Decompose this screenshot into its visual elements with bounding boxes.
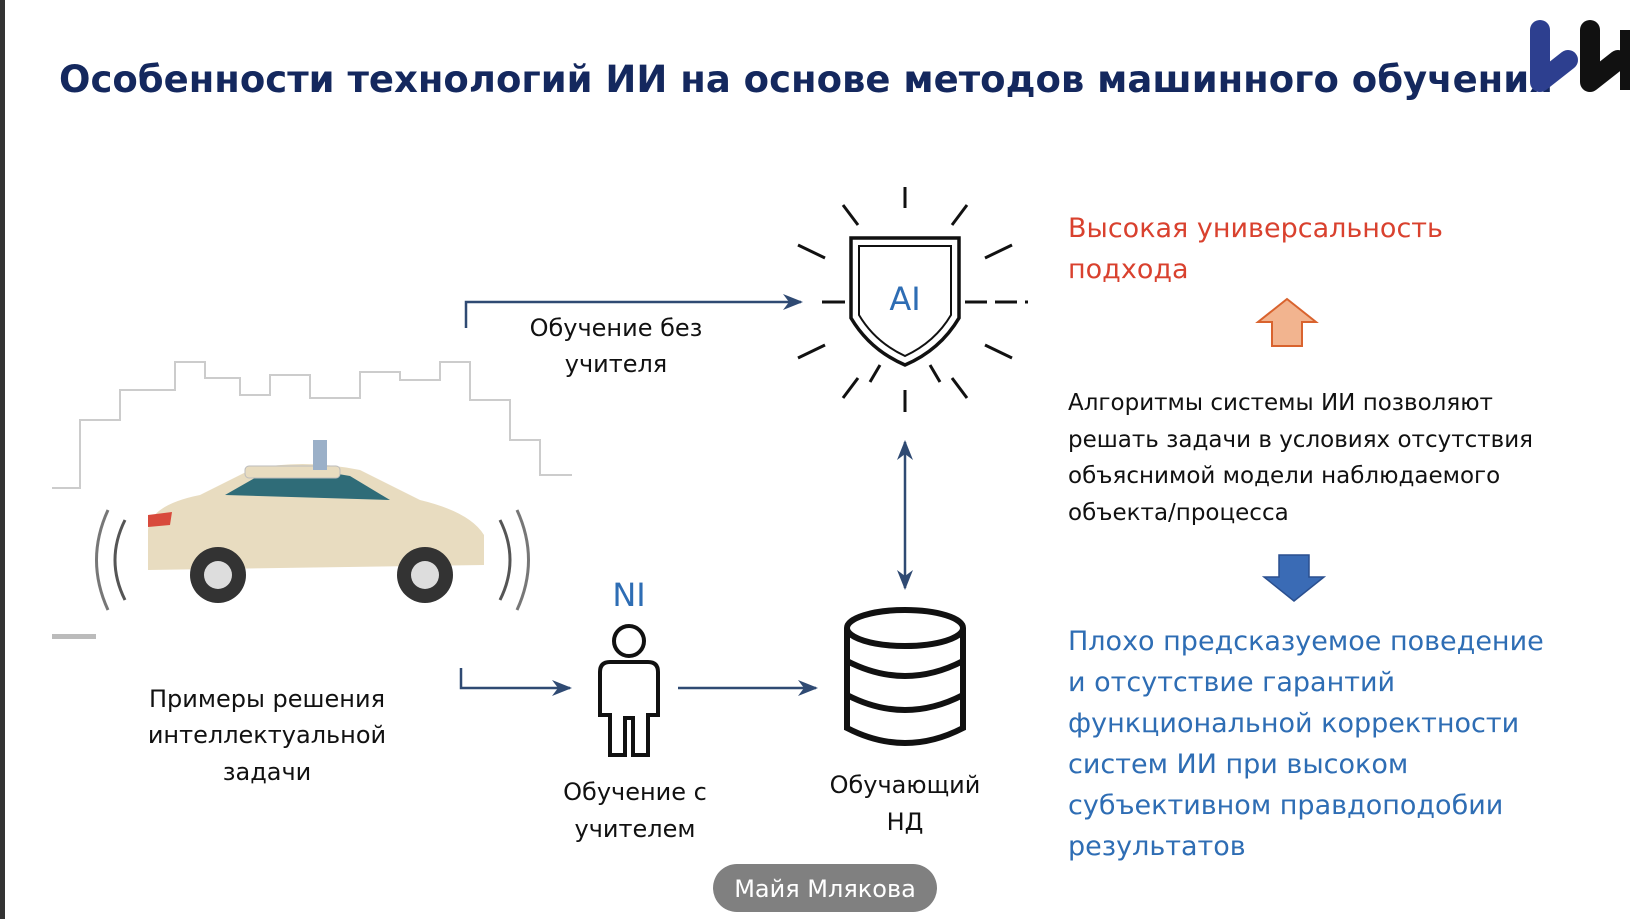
self-driving-car-image <box>52 361 572 639</box>
supervised-label-2: учителем <box>575 815 696 843</box>
database-icon <box>844 607 966 746</box>
con-text-2: и отсутствие гарантий <box>1068 667 1395 698</box>
supervised-label-1: Обучение с <box>563 778 707 806</box>
unsupervised-label-1: Обучение без <box>530 314 703 342</box>
examples-label-2: интеллектуальной <box>148 721 386 749</box>
dataset-label-2: НД <box>887 808 924 836</box>
con-text-1: Плохо предсказуемое поведение <box>1068 626 1544 657</box>
con-text-5: субъективном правдоподобии <box>1068 790 1503 821</box>
con-text-3: функциональной корректности <box>1068 708 1519 739</box>
pro-text-2: подхода <box>1068 254 1189 285</box>
pro-text-1: Высокая универсальность <box>1068 213 1443 244</box>
speaker-name-pill <box>713 864 937 912</box>
speaker-name: Майя Млякова <box>734 875 916 903</box>
down-arrow-icon <box>1261 554 1327 602</box>
examples-label-3: задачи <box>223 758 312 786</box>
left-edge-bar <box>0 0 5 919</box>
dataset-label-1: Обучающий <box>830 771 981 799</box>
person-icon <box>598 624 660 757</box>
middle-text-3: объяснимой модели наблюдаемого <box>1068 463 1500 489</box>
logo <box>1530 20 1630 92</box>
ai-shield-icon <box>797 187 1028 412</box>
con-text-4: систем ИИ при высоком <box>1068 749 1408 780</box>
slide-title: Особенности технологий ИИ на основе мето… <box>59 58 1553 101</box>
middle-text-4: объекта/процесса <box>1068 500 1289 526</box>
middle-text-2: решать задачи в условиях отсутствия <box>1068 427 1533 453</box>
arrow-to-ni <box>459 668 572 696</box>
ni-label: NI <box>612 576 645 614</box>
middle-text-1: Алгоритмы системы ИИ позволяют <box>1068 390 1493 416</box>
con-text-6: результатов <box>1068 831 1246 862</box>
up-arrow-icon <box>1255 297 1319 347</box>
ai-label: AI <box>889 280 920 318</box>
examples-label-1: Примеры решения <box>149 685 385 713</box>
unsupervised-label-2: учителя <box>565 350 668 378</box>
arrow-to-ai <box>464 294 803 328</box>
